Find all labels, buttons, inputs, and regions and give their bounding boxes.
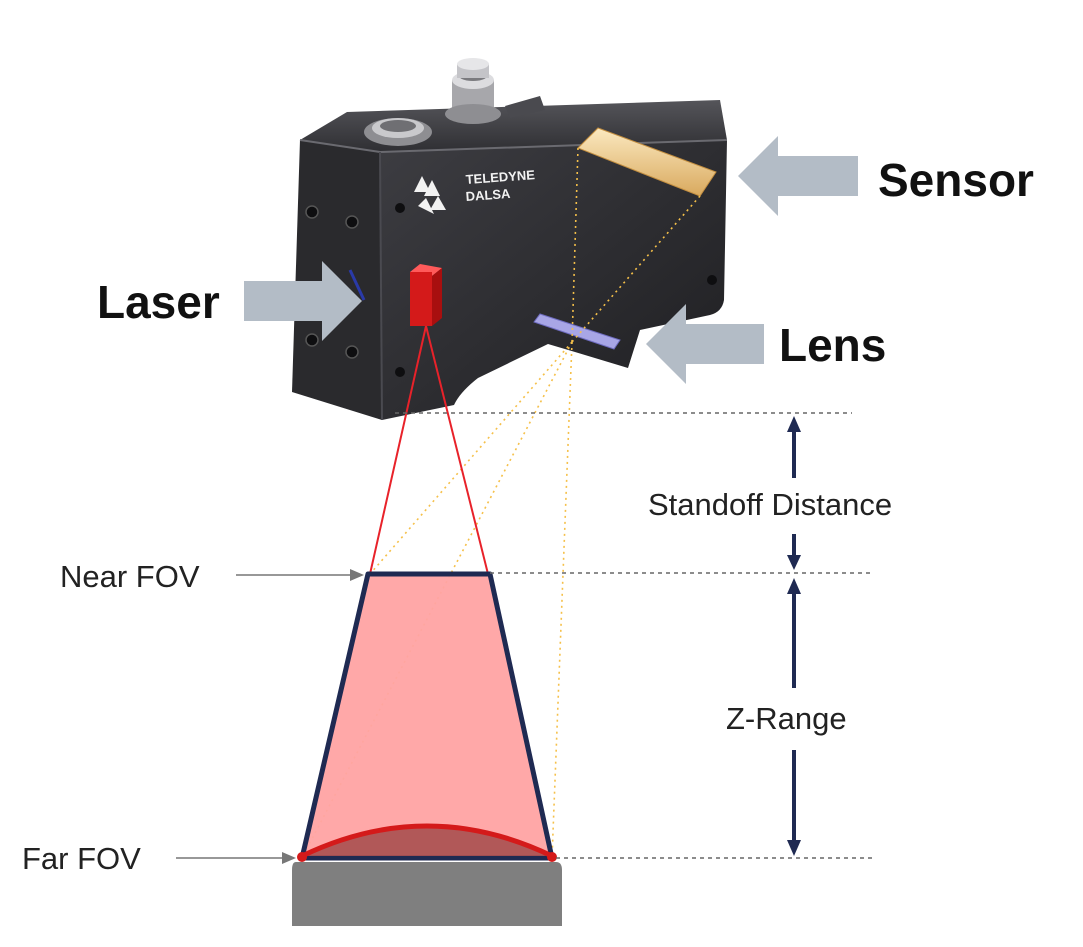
brand-line-2: DALSA (465, 186, 511, 204)
connector-port-right (445, 58, 501, 124)
fov-pointers (176, 569, 364, 864)
camera-front-face (380, 140, 727, 420)
screw-hole (395, 203, 405, 213)
sensor-lens-ray (571, 147, 579, 343)
far-fov-right-point (547, 852, 557, 862)
screw-hole (345, 345, 359, 359)
near-fov-label: Near FOV (60, 559, 200, 594)
screw-hole (395, 367, 405, 377)
far-fov-label: Far FOV (22, 841, 141, 876)
far-fov-ray (301, 341, 573, 859)
laser-emitter (410, 264, 442, 326)
arrow-right-icon (350, 569, 364, 581)
sensor-lens-ray (571, 195, 701, 343)
laser-label: Laser (97, 276, 220, 328)
callout-arrows (244, 136, 858, 384)
connector-port-left (364, 118, 432, 146)
reference-lines (395, 412, 876, 859)
standoff-dimension (787, 416, 801, 570)
optical-paths (301, 147, 701, 859)
standoff-distance-label: Standoff Distance (648, 487, 892, 522)
lens-label: Lens (779, 319, 886, 371)
screw-hole (305, 205, 319, 219)
screw-hole (305, 333, 319, 347)
z-range-label: Z-Range (726, 701, 847, 736)
lens-element (533, 313, 621, 350)
brand-line-1: TELEDYNE (465, 167, 536, 187)
far-fov-left-point (297, 852, 307, 862)
far-fov-ray (551, 341, 573, 859)
laser-fan (369, 325, 489, 575)
lens-arrow-icon (646, 304, 764, 384)
z-range-dimension (787, 578, 801, 856)
arrow-right-icon (282, 852, 296, 864)
arrow-up-icon (787, 578, 801, 594)
laser-profiler-camera: TELEDYNE DALSA (292, 58, 728, 421)
arrow-down-icon (787, 555, 801, 570)
screw-hole (707, 275, 717, 285)
arrow-down-icon (787, 840, 801, 856)
laser-beam-right (425, 325, 489, 575)
sensor-arrow-icon (738, 136, 858, 216)
sensor-element (577, 127, 717, 197)
logo-mark-icon (414, 176, 430, 192)
connector-label-plate (505, 96, 545, 118)
teledyne-dalsa-logo: TELEDYNE DALSA (414, 167, 536, 214)
screw-hole (345, 215, 359, 229)
camera-corner-edge (379, 151, 383, 421)
fov-region (299, 571, 555, 861)
arrow-up-icon (787, 416, 801, 432)
target-object (292, 862, 562, 926)
sensor-label: Sensor (878, 154, 1034, 206)
laser-beam-left (369, 325, 427, 575)
laser-line-curve (300, 823, 554, 859)
laser-arrow-icon (244, 261, 362, 341)
laser-window-edge (348, 269, 366, 301)
